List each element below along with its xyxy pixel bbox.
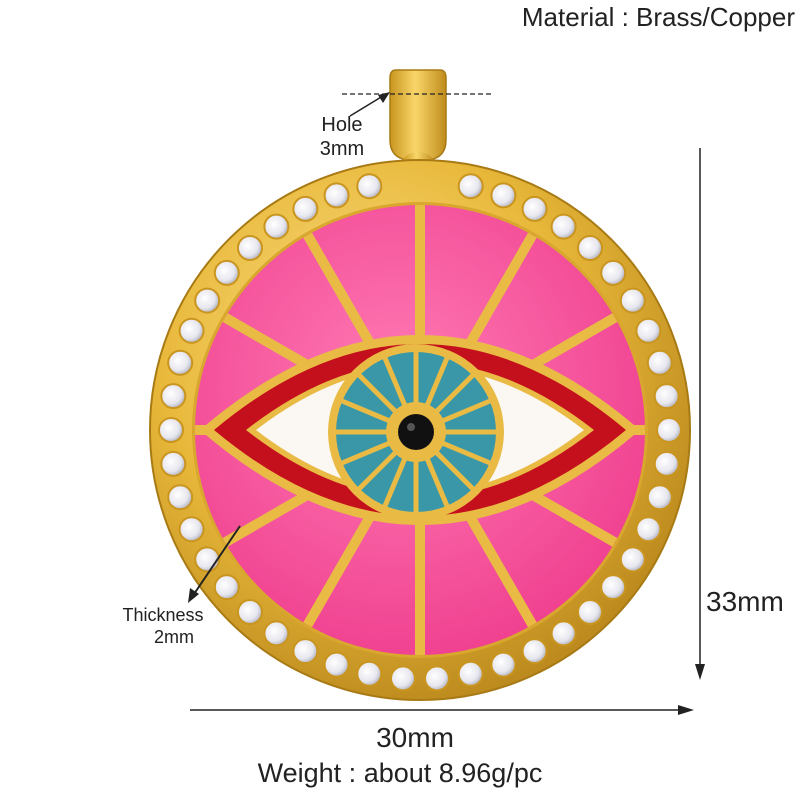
crystal-stone (521, 638, 548, 665)
pendant-body (149, 159, 691, 701)
height-label: 33mm (706, 586, 784, 617)
width-label: 30mm (376, 722, 454, 753)
hole-value-text: 3mm (319, 138, 365, 160)
crystal-stone (263, 213, 290, 240)
hole-label-text: Hole (321, 114, 363, 136)
crystal-stone (457, 660, 484, 687)
crystal-stone (457, 173, 484, 200)
crystal-stone (521, 195, 548, 222)
crystal-stone (213, 574, 240, 601)
crystal-stone (635, 516, 662, 543)
height-arrow-head (695, 664, 705, 680)
thickness-value-text: 2mm (154, 627, 194, 647)
crystal-stone (167, 349, 194, 376)
crystal-stone (194, 287, 221, 314)
crystal-stone (619, 546, 646, 573)
crystal-stone (600, 574, 627, 601)
crystal-stone (653, 450, 680, 477)
crystal-stone (167, 484, 194, 511)
crystal-stone (263, 620, 290, 647)
crystal-stone (490, 182, 517, 209)
crystal-stone (194, 546, 221, 573)
crystal-stone (550, 620, 577, 647)
crystal-stone (550, 213, 577, 240)
crystal-stone (356, 660, 383, 687)
hole-arrow-head (378, 92, 390, 103)
crystal-stone (356, 173, 383, 200)
crystal-stone (653, 383, 680, 410)
crystal-stone (656, 417, 682, 443)
crystal-stone (292, 195, 319, 222)
crystal-stone (646, 349, 673, 376)
crystal-stone (577, 599, 603, 625)
thickness-arrow-line (191, 525, 241, 598)
crystal-stone (323, 651, 350, 678)
crystal-stone (237, 235, 263, 261)
crystal-stone (178, 516, 205, 543)
crystal-stone (292, 638, 319, 665)
crystal-stone (619, 287, 646, 314)
width-arrow-head (678, 705, 694, 715)
crystal-stone (323, 182, 350, 209)
crystal-stone (237, 599, 263, 625)
crystal-stone (213, 259, 240, 286)
crystal-stone (160, 450, 187, 477)
thickness-annotation: Thickness 2mm (98, 604, 228, 648)
crystal-border (158, 173, 682, 692)
crystal-stone (646, 484, 673, 511)
crystal-stone (424, 665, 450, 692)
thickness-label-text: Thickness (122, 605, 204, 625)
crystal-stone (635, 317, 662, 344)
crystal-stone (160, 383, 187, 410)
crystal-stone (577, 235, 603, 261)
crystal-stone (600, 259, 627, 286)
hole-annotation: Hole 3mm (302, 113, 382, 161)
weight-label: Weight : about 8.96g/pc (257, 758, 543, 788)
material-label: Material : Brass/Copper (521, 2, 795, 32)
thickness-arrow-head (188, 588, 199, 603)
crystal-stone (390, 665, 416, 692)
crystal-stone (178, 317, 205, 344)
crystal-stone (158, 417, 184, 443)
crystal-stone (490, 651, 517, 678)
